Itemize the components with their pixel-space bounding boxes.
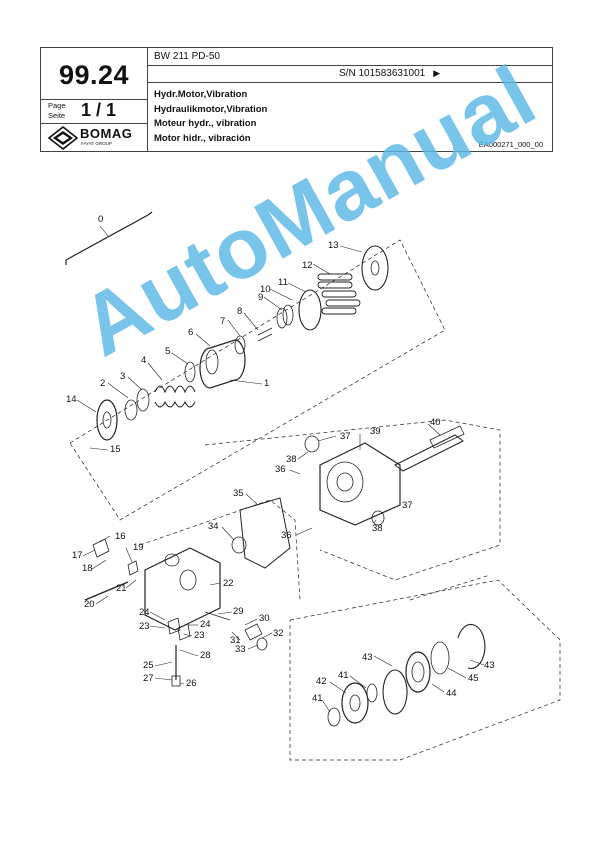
callout-37b: 37 xyxy=(402,500,413,511)
callout-27: 27 xyxy=(143,673,154,684)
callout-10: 10 xyxy=(260,284,271,295)
serial-text: S/N 101583631001 xyxy=(339,68,426,79)
callout-13: 13 xyxy=(328,240,339,251)
callout-33: 33 xyxy=(235,644,246,655)
callout-23: 23 xyxy=(139,621,150,632)
callout-43b: 43 xyxy=(484,660,495,671)
part-titles: Hydr.Motor,Vibration Hydraulikmotor,Vibr… xyxy=(154,88,267,146)
callout-41: 41 xyxy=(312,693,323,704)
valve-block-22 xyxy=(84,538,268,687)
bearing-group xyxy=(327,623,486,727)
title-fr: Moteur hydr., vibration xyxy=(154,118,257,129)
callout-37: 37 xyxy=(340,431,351,442)
callout-42: 42 xyxy=(316,676,327,687)
callout-41b: 41 xyxy=(338,670,349,681)
callout-15: 15 xyxy=(110,444,121,455)
callout-11: 11 xyxy=(278,277,288,288)
callout-24b: 24 xyxy=(200,619,211,630)
brand-subtext: FAYAT GROUP xyxy=(81,141,112,146)
callout-7: 7 xyxy=(220,316,225,327)
brand-text: BOMAG xyxy=(80,126,133,141)
callout-44: 44 xyxy=(446,688,457,699)
assembly-boundaries xyxy=(69,239,561,761)
document-reference: EA000271_000_00 xyxy=(478,140,543,149)
group-number: 99.24 xyxy=(58,60,130,90)
page-value: 1 / 1 xyxy=(81,100,117,120)
callout-38: 38 xyxy=(286,454,297,465)
motor-components xyxy=(96,245,389,441)
leader-lines xyxy=(76,225,485,713)
callout-31: 31 xyxy=(230,635,241,646)
callout-17: 17 xyxy=(72,550,83,561)
arrow-right-icon: ▶ xyxy=(433,68,441,78)
callout-4: 4 xyxy=(141,355,146,366)
callout-25: 25 xyxy=(143,660,154,671)
rod-part-0 xyxy=(65,211,153,261)
housing-and-shaft xyxy=(304,425,465,526)
callout-9: 9 xyxy=(258,292,263,303)
title-de: Hydraulikmotor,Vibration xyxy=(154,103,268,115)
model-name: BW 211 PD-50 xyxy=(154,51,220,62)
callout-32: 32 xyxy=(273,628,284,639)
callout-24: 24 xyxy=(139,607,150,618)
callout-5: 5 xyxy=(165,346,170,357)
callout-22: 22 xyxy=(223,578,234,589)
callout-28: 28 xyxy=(200,650,211,661)
callout-18: 18 xyxy=(82,563,93,574)
callout-16: 16 xyxy=(115,531,126,542)
callout-35: 35 xyxy=(233,488,244,499)
callout-19: 19 xyxy=(133,542,144,553)
callout-26: 26 xyxy=(186,678,197,689)
callout-29: 29 xyxy=(233,606,244,617)
callout-43: 43 xyxy=(362,652,373,663)
callout-36: 36 xyxy=(275,464,286,475)
callout-40: 40 xyxy=(430,417,441,428)
callout-3: 3 xyxy=(120,371,125,382)
callout-20: 20 xyxy=(84,599,95,610)
callout-8: 8 xyxy=(237,306,242,317)
callout-45: 45 xyxy=(468,673,479,684)
callout-labels: 0 1 2 3 4 5 6 7 8 9 10 11 12 13 14 15 16… xyxy=(66,214,495,704)
callout-14: 14 xyxy=(66,394,77,405)
callout-2: 2 xyxy=(100,378,105,389)
callout-6: 6 xyxy=(188,327,193,338)
callout-1: 1 xyxy=(264,378,269,389)
callout-39: 39 xyxy=(370,426,381,437)
callout-12: 12 xyxy=(302,260,313,271)
callout-36b: 36 xyxy=(281,530,292,541)
callout-30: 30 xyxy=(259,613,270,624)
title-en: Hydr.Motor,Vibration xyxy=(154,89,248,100)
title-es: Motor hidr., vibración xyxy=(154,132,251,144)
callout-0: 0 xyxy=(98,214,103,225)
serial-number: S/N 101583631001 ▶ xyxy=(339,68,440,79)
title-block: BW 211 PD-50 S/N 101583631001 ▶ 99.24 Pag… xyxy=(40,47,553,152)
bomag-diamond-icon xyxy=(48,126,78,150)
callout-38b: 38 xyxy=(372,523,383,534)
callout-23b: 23 xyxy=(194,630,205,641)
callout-34: 34 xyxy=(208,521,219,532)
callout-21: 21 xyxy=(116,583,127,594)
seal-part-34 xyxy=(231,536,247,554)
bomag-logo: BOMAG FAYAT GROUP xyxy=(48,126,143,150)
